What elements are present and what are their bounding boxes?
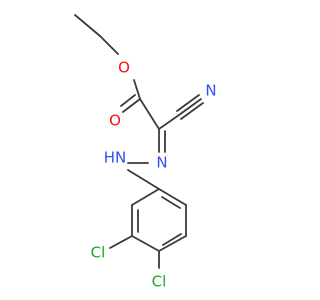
ring-bond-3 bbox=[131, 235, 160, 252]
atom-nh: HN bbox=[104, 149, 127, 167]
ring-bond-1 bbox=[131, 188, 160, 206]
ring-bond-4 bbox=[158, 235, 187, 252]
bonds bbox=[74, 14, 204, 269]
atom-nitrogen-imine: N bbox=[156, 154, 167, 172]
bond-triple-1 bbox=[178, 98, 202, 116]
bond-ring-cl-meta bbox=[109, 235, 133, 249]
bond-nh-ring bbox=[127, 169, 160, 190]
atom-nitrogen-nitrile: N bbox=[205, 82, 216, 100]
bond-ccarbonyl-calpha bbox=[139, 98, 160, 130]
atom-chlorine-meta: Cl bbox=[91, 244, 106, 262]
atom-oxygen-carbonyl: O bbox=[109, 112, 121, 130]
molecule-canvas: O O N N HN Cl Cl bbox=[74, 14, 217, 291]
structure-diagram: O O N N HN Cl Cl bbox=[74, 14, 217, 291]
ring-inner-double-3 bbox=[161, 196, 181, 209]
bond-triple-3 bbox=[180, 102, 204, 120]
atom-chlorine-para: Cl bbox=[152, 273, 167, 291]
bond-oether-ccarbonyl bbox=[133, 79, 141, 100]
bond-calpha-cnitrile bbox=[158, 114, 180, 130]
bond-ch3-ch2 bbox=[74, 14, 101, 37]
bond-carbonyl-double-2 bbox=[120, 94, 136, 107]
bond-carbonyl-double-1 bbox=[122, 98, 141, 113]
atom-oxygen-ether: O bbox=[118, 59, 130, 77]
ring-bond-6 bbox=[158, 188, 187, 206]
bond-ch2-oether bbox=[99, 35, 119, 55]
ring-inner-double-2 bbox=[162, 233, 182, 246]
bond-triple-2 bbox=[176, 94, 200, 112]
